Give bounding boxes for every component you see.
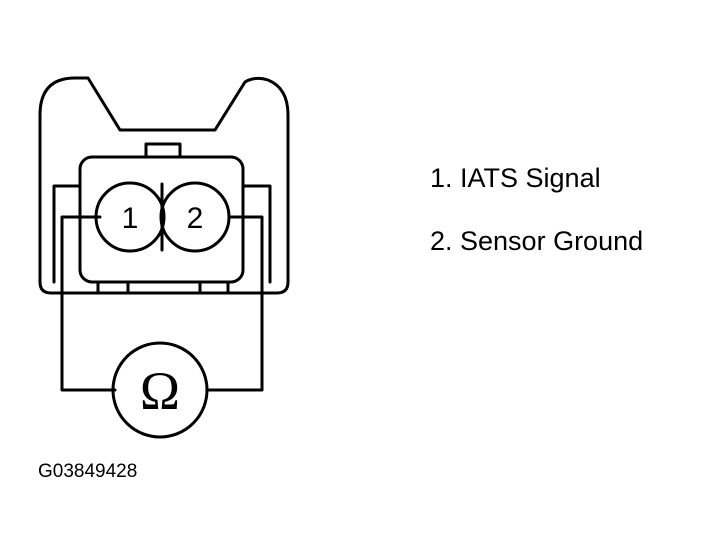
figure-id: G03849428 [38,461,138,482]
probe-lead-2 [205,215,264,392]
connector-housing [38,76,290,295]
probe-lead-1 [60,215,117,392]
ohm-symbol: Ω [140,361,180,421]
ohmmeter [111,341,209,439]
left-rail [52,184,82,284]
legend-item-iats-signal: 1. IATS Signal [430,163,601,193]
latch-tab [144,142,182,159]
right-rail [241,184,272,284]
legend-item-sensor-ground: 2. Sensor Ground [430,226,644,256]
connector-face [78,155,245,284]
pin-2-label: 2 [187,202,204,235]
bottom-ribs [96,280,230,295]
pin-1-label: 1 [122,202,139,235]
